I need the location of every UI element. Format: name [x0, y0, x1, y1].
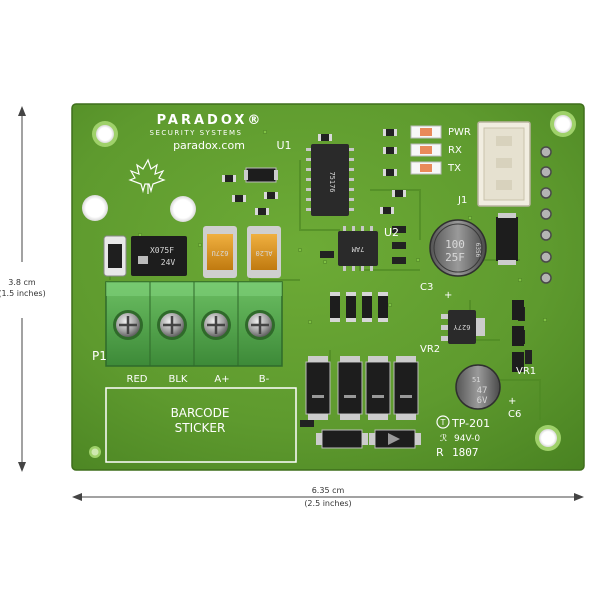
c3-value: 100: [445, 238, 465, 251]
vr2-label: VR2: [420, 344, 440, 355]
barcode-sticker-area: BARCODE STICKER: [105, 387, 297, 463]
led-indicators: PWR RX TX: [410, 125, 471, 175]
regulator-vr2: 627Y VR2: [420, 310, 485, 355]
terminal-label-a-plus: A+: [214, 374, 229, 385]
capacitor-c6: 51 47 6V C6 +: [455, 364, 521, 420]
ul-mark: 94V-0: [454, 434, 480, 444]
brand-logo: PARADOX®: [157, 113, 264, 128]
smd-diode-right: [496, 213, 518, 265]
c3-rating: 25F: [445, 251, 465, 264]
terminal-label-blk: BLK: [169, 374, 188, 385]
ic-u2: 7AM U2: [338, 226, 399, 271]
terminal-screws: [113, 310, 275, 340]
header-holes: [540, 146, 552, 284]
ul-logo: ℛ: [440, 434, 447, 444]
x075f-line1: X075F: [150, 246, 174, 255]
brand-tagline: SECURITY SYSTEMS: [150, 129, 243, 137]
terminal-block-p1: P1: [92, 281, 283, 367]
capacitor-c3: 100 25F 6356 C3 +: [420, 219, 487, 301]
height-in-label: (1.5 inches): [0, 289, 46, 298]
c3-label: C3: [420, 282, 433, 293]
tantalum-1-marking: 627U: [212, 249, 229, 257]
tp-label: TP-201: [451, 417, 490, 430]
rev-r: R: [436, 446, 444, 459]
ic-u2-marking: 7AM: [352, 245, 365, 253]
sticker-line1: BARCODE: [171, 406, 230, 420]
c6-small-code: 51: [472, 376, 480, 384]
tantalum-2-marking: AL20: [256, 249, 273, 257]
component-x075f: X075F 24V: [103, 235, 187, 277]
c3-side-code: 6356: [474, 243, 481, 258]
tp-circle-t: T: [440, 418, 446, 427]
j1-label: J1: [457, 195, 467, 206]
led-label-pwr: PWR: [448, 127, 471, 138]
rev-code: 1807: [452, 446, 479, 459]
terminal-label-b-minus: B-: [259, 374, 270, 385]
tantalum-parts: 627U AL20: [203, 226, 281, 278]
sticker-line2: STICKER: [175, 421, 226, 435]
height-cm-label: 3.8 cm: [8, 278, 36, 287]
connector-j1: J1: [457, 121, 531, 207]
vr1-label: VR1: [516, 366, 536, 377]
board-markings: T TP-201 ℛ 94V-0 R 1807: [436, 415, 490, 459]
smd-diode-top: [244, 167, 278, 183]
smd-resistor-row: [330, 292, 388, 322]
diode-row: [305, 356, 419, 420]
c6-label: C6: [508, 409, 521, 420]
width-in-label: (2.5 inches): [304, 499, 351, 508]
led-label-tx: TX: [447, 163, 461, 174]
led-label-rx: RX: [448, 145, 462, 156]
c6-plus: +: [508, 396, 516, 407]
height-dimension: 3.8 cm (1.5 inches): [0, 106, 46, 472]
maple-leaf-icon: [128, 158, 166, 194]
diode-bottom: [316, 429, 421, 449]
width-cm-label: 6.35 cm: [312, 486, 345, 495]
p1-label: P1: [92, 349, 107, 363]
c6-value: 47: [477, 386, 488, 396]
c3-plus: +: [444, 290, 452, 301]
mounting-holes: [82, 111, 576, 458]
smd-vertical-right: VR1: [512, 300, 536, 377]
u2-label: U2: [384, 226, 399, 239]
x075f-line2: 24V: [161, 258, 176, 267]
ic-u1: 75176: [306, 144, 354, 216]
u1-label: U1: [276, 139, 291, 152]
brand-website: paradox.com: [173, 139, 245, 152]
vr2-marking: 627Y: [453, 323, 471, 331]
terminal-label-red: RED: [127, 374, 148, 385]
width-dimension: 6.35 cm (2.5 inches): [72, 486, 584, 508]
c6-rating: 6V: [477, 396, 488, 406]
ic-u1-marking: 75176: [328, 171, 336, 192]
